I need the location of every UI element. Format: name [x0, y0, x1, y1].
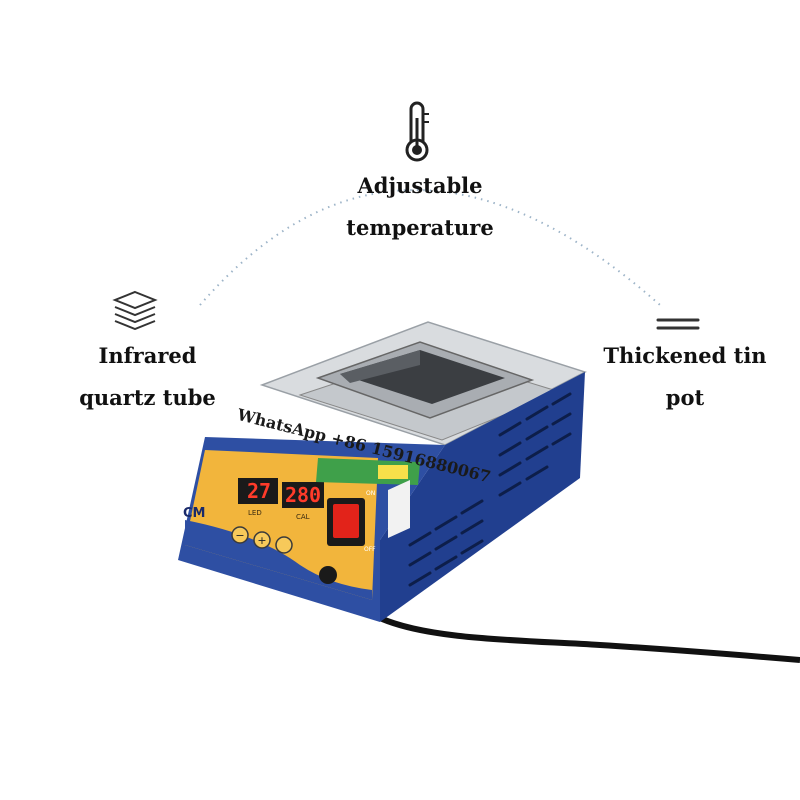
display-left-digits: 27 [246, 479, 272, 503]
feature-adjustable-temperature: Adjustable temperature [340, 165, 500, 249]
double-line-icon [656, 318, 700, 330]
feature-line: Thickened tin pot [603, 343, 767, 410]
display-right-digits: 280 [284, 483, 322, 507]
side-vents [408, 392, 572, 587]
spec-sticker [388, 480, 410, 538]
feature-line: Adjustable [357, 173, 483, 198]
plus-glyph: + [257, 534, 266, 547]
minus-glyph: − [235, 529, 244, 542]
thermometer-icon [405, 101, 429, 162]
feature-line: Infrared [98, 343, 197, 368]
brand-logo: CM [183, 506, 206, 521]
feature-line: quartz tube [79, 385, 216, 410]
switch-on-label: ON [366, 490, 376, 497]
power-switch[interactable] [333, 504, 359, 538]
power-cable [378, 615, 800, 663]
feature-thickened-tin-pot: Thickened tin pot [585, 335, 785, 419]
temperature-display-left [238, 478, 278, 504]
cal-label: CAL [296, 513, 310, 521]
plus-button[interactable] [253, 531, 271, 549]
switch-off-label: OFF [364, 546, 376, 553]
pot-inner-wall [340, 350, 420, 383]
dotted-arc [199, 189, 661, 306]
function-button[interactable] [275, 536, 293, 554]
feature-line: temperature [346, 215, 494, 240]
layers-icon [112, 290, 158, 330]
fuse-holder [319, 566, 337, 584]
led-label: LED [248, 509, 262, 517]
feature-infrared-quartz-tube: Infrared quartz tube [75, 335, 220, 419]
temperature-display-right [282, 482, 324, 508]
minus-button[interactable] [231, 526, 249, 544]
control-panel [185, 450, 378, 600]
warning-sticker-label [378, 465, 408, 479]
